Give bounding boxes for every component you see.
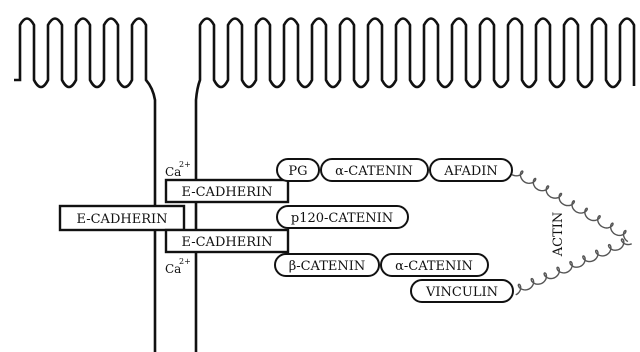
p120-catenin-label: p120-CATENIN [291,211,393,226]
alpha-catenin-pill-bottom: α-CATENIN [380,253,489,277]
microvilli-membrane-left [14,17,157,352]
afadin-label: AFADIN [443,164,498,179]
pg-pill: PG [276,158,320,182]
pg-label: PG [288,164,307,179]
vinculin-label: VINCULIN [425,285,498,300]
calcium-label-top: Ca 2+ [165,160,191,179]
actin-filament-upper [511,170,629,243]
calcium-label-bottom: Ca 2+ [165,257,191,276]
actin-filament-lower [515,238,632,296]
alpha-catenin-label: α-CATENIN [395,259,473,274]
e-cadherin-label: E-CADHERIN [76,212,167,227]
actin-label: ACTIN [551,212,566,258]
beta-catenin-label: β-CATENIN [289,259,366,274]
e-cadherin-label: E-CADHERIN [181,235,272,250]
p120-catenin-pill: p120-CATENIN [276,205,409,229]
beta-catenin-pill: β-CATENIN [274,253,380,277]
calcium-symbol: Ca [165,165,181,179]
calcium-charge: 2+ [179,160,191,169]
e-cadherin-box-bottom: E-CADHERIN [164,228,290,254]
alpha-catenin-label: α-CATENIN [335,164,413,179]
e-cadherin-label: E-CADHERIN [181,185,272,200]
e-cadherin-box-top: E-CADHERIN [164,178,290,204]
microvilli-membrane-right [194,17,636,352]
calcium-symbol: Ca [165,262,181,276]
alpha-catenin-pill-top: α-CATENIN [320,158,429,182]
e-cadherin-box-middle: E-CADHERIN [58,204,186,232]
calcium-charge: 2+ [179,257,191,266]
afadin-pill: AFADIN [429,158,513,182]
vinculin-pill: VINCULIN [410,279,514,303]
